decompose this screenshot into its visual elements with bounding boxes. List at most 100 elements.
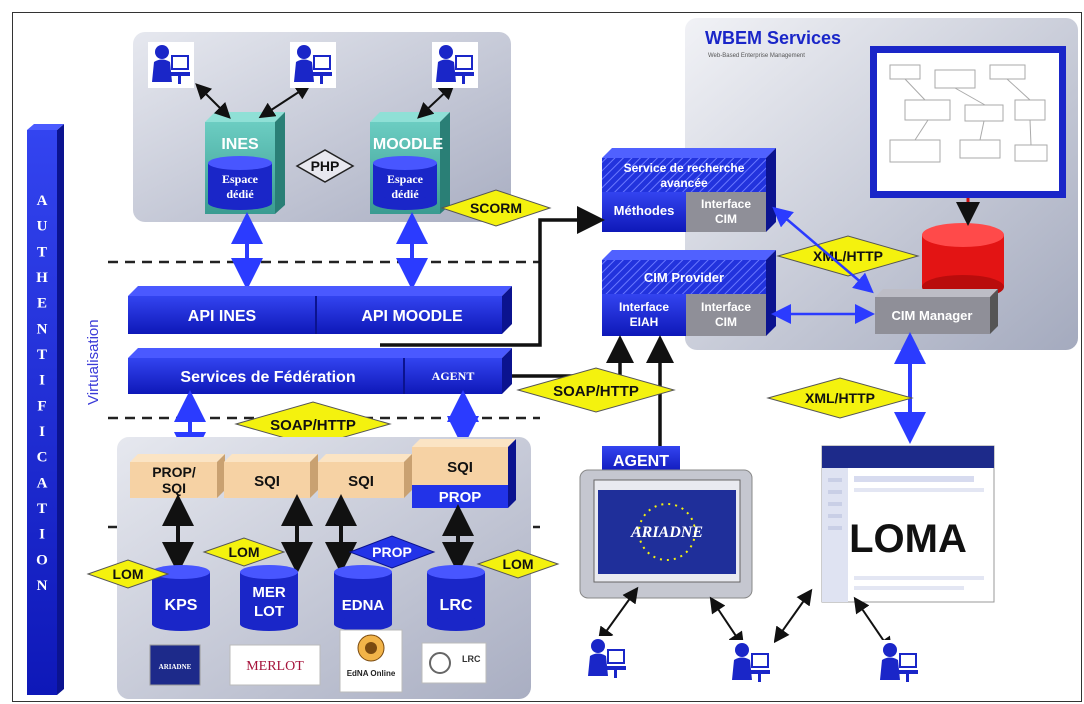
prop-sqi-line2: SQI (162, 480, 186, 496)
moodle-space-cylinder (373, 156, 437, 210)
authentication-letter: O (36, 552, 48, 568)
soap-label-right: SOAP/HTTP (553, 383, 639, 400)
authentication-bar (27, 124, 64, 695)
arrow-loma-user3 (853, 596, 893, 654)
wbem-subtitle: Web-Based Enterprise Management (708, 53, 805, 59)
edna-repository (334, 565, 392, 631)
virtualisation-label: Virtualisation (85, 319, 102, 405)
diagram-frame (12, 12, 1082, 702)
authentication-letter: U (37, 219, 48, 235)
arrow-user2-ines (258, 83, 312, 119)
lom-label-3: LOM (502, 556, 533, 572)
ines-space-cylinder (208, 156, 272, 210)
svg-text:LRC: LRC (462, 654, 481, 664)
svg-text:MERLOT: MERLOT (246, 659, 304, 674)
authentication-letter: F (37, 398, 46, 414)
prop-diamond (348, 535, 436, 569)
merlot-logo: MERLOT (229, 644, 321, 686)
interface-cim-top-line2: CIM (715, 212, 737, 226)
api-moodle-label: API MOODLE (361, 308, 463, 325)
arrow-user3-moodle (417, 83, 455, 119)
cim-repository-cylinder (922, 223, 1004, 299)
agent-right-label: AGENT (613, 453, 669, 470)
search-service-line2: avancée (660, 176, 708, 190)
prop-diamond-label: PROP (372, 544, 412, 560)
ines-label: INES (221, 136, 259, 153)
authentication-letter: H (36, 270, 48, 286)
federation-label: Services de Fédération (180, 369, 355, 386)
api-bar (128, 286, 512, 334)
edna-logo: EdNA Online (339, 629, 403, 693)
ariadne-logo: ARIADNE (149, 644, 201, 686)
interface-eiah-line1: Interface (619, 300, 669, 314)
kps-repository (152, 565, 210, 631)
federation-bar (128, 348, 512, 394)
prop-sqi-line1: PROP/ (152, 464, 196, 480)
sqi-box-3 (318, 454, 412, 498)
loma-label: LOMA (849, 517, 967, 561)
sqi-label-4: SQI (447, 459, 473, 476)
svg-text:ARIADNE: ARIADNE (159, 663, 192, 671)
methods-label: Méthodes (614, 203, 675, 218)
cim-schema-screenshot (870, 46, 1066, 198)
soap-diamond-right (516, 367, 676, 413)
arrow-ariadne-user2 (709, 596, 745, 649)
arrow-search-cim-manager (772, 206, 874, 294)
sqi-label-2: SQI (254, 473, 280, 490)
lrc-repository (427, 565, 485, 631)
xml-http-label-bottom: XML/HTTP (805, 390, 875, 406)
scorm-label: SCORM (470, 200, 522, 216)
ariadne-screen-label: ARIADNE (630, 524, 703, 541)
wbem-title: WBEM Services (705, 28, 841, 48)
loma-page (821, 445, 995, 603)
search-service-line1: Service de recherche (624, 161, 745, 175)
authentication-letter: A (37, 193, 48, 209)
moodle-space-line2: dédié (391, 187, 419, 201)
lrc-label: LRC (440, 597, 473, 614)
arrow-user1-ines (195, 83, 231, 119)
merlot-label-2: LOT (254, 603, 284, 620)
ariadne-monitor (579, 469, 753, 599)
authentication-letter: E (37, 296, 47, 312)
arrow-loma-user2 (773, 588, 813, 644)
merlot-label-1: MER (252, 584, 286, 601)
authentication-letter: C (37, 450, 48, 466)
lom-label-2: LOM (228, 544, 259, 560)
lom-diamond-2 (202, 537, 286, 567)
interface-eiah-line2: EIAH (630, 315, 659, 329)
cim-manager-label: CIM Manager (892, 308, 973, 323)
prop-label-4: PROP (439, 489, 482, 506)
soap-label-left: SOAP/HTTP (270, 417, 356, 434)
lrc-logo: LRC (421, 642, 487, 684)
xml-http-diamond-bottom (766, 377, 914, 419)
lom-diamond-1 (86, 559, 170, 589)
interface-cim-bottom-line2: CIM (715, 315, 737, 329)
prop-sqi-box (130, 454, 225, 498)
interface-cim-top-line1: Interface (701, 197, 751, 211)
scorm-diamond (440, 189, 552, 227)
cim-provider-label: CIM Provider (644, 270, 724, 285)
interface-cim-bottom-line1: Interface (701, 300, 751, 314)
moodle-label: MOODLE (373, 136, 444, 153)
lom-label-1: LOM (112, 566, 143, 582)
edna-label: EDNA (342, 597, 385, 614)
arrow-ariadne-user1 (597, 586, 639, 644)
platform-panel (133, 32, 511, 222)
php-label: PHP (311, 158, 340, 174)
moodle-space-line1: Espace (387, 172, 424, 186)
ines-space-line2: dédié (226, 187, 254, 201)
authentication-letter: I (39, 373, 45, 389)
sqi-prop-box (412, 439, 516, 508)
kps-label: KPS (165, 597, 198, 614)
cim-provider-block (602, 250, 776, 336)
authentication-letter: T (37, 501, 47, 517)
sqi-label-3: SQI (348, 473, 374, 490)
ines-space-line1: Espace (222, 172, 259, 186)
authentication-letter: I (39, 527, 45, 543)
authentication-letter: I (39, 424, 45, 440)
svg-text:EdNA Online: EdNA Online (347, 669, 396, 678)
federation-agent-label: AGENT (432, 369, 475, 383)
authentication-letter: T (37, 347, 47, 363)
